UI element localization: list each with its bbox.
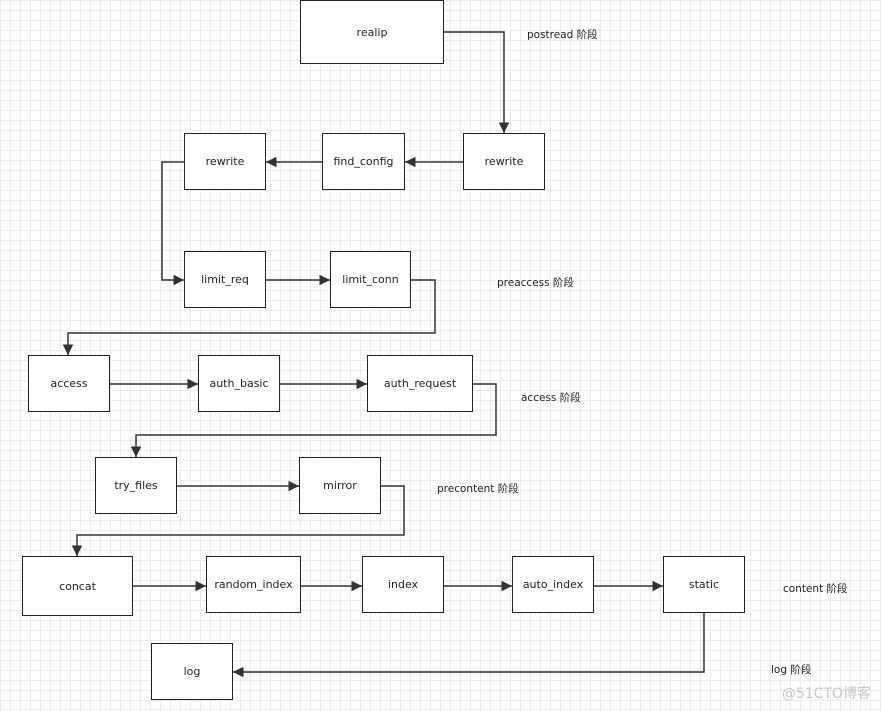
arrow-rewrite-to-limit-req [161,161,184,286]
phase-label-preaccess: preaccess 阶段 [497,277,574,289]
arrow-static-to-log [233,613,705,678]
node-auto-index: auto_index [512,556,594,613]
phase-label-precontent: precontent 阶段 [437,483,519,495]
node-log: log [151,643,233,700]
node-auth-request: auth_request [367,355,473,412]
node-random-index: random_index [206,556,301,613]
arrow-realip-to-rewrite-post [444,31,510,133]
node-limit-conn: limit_conn [330,251,411,308]
phase-label-log: log 阶段 [771,664,812,676]
node-static: static [663,556,745,613]
node-try-files: try_files [95,457,177,514]
node-mirror: mirror [299,457,381,514]
node-rewrite-postread: rewrite [463,133,545,190]
node-rewrite: rewrite [184,133,266,190]
arrow-limit-conn-to-access [62,279,436,355]
node-limit-req: limit_req [184,251,266,308]
node-concat: concat [22,556,133,616]
node-index: index [362,556,444,613]
arrow-mirror-to-concat [71,485,405,556]
node-realip: realip [300,0,444,64]
node-find-config: find_config [322,133,405,190]
watermark: @51CTO博客 [781,686,871,702]
node-auth-basic: auth_basic [198,355,280,412]
arrow-auth-request-to-try-files [130,383,497,457]
phase-label-content: content 阶段 [783,583,848,595]
phase-label-postread: postread 阶段 [527,29,598,41]
node-access: access [28,355,110,412]
phase-label-access: access 阶段 [521,392,581,404]
